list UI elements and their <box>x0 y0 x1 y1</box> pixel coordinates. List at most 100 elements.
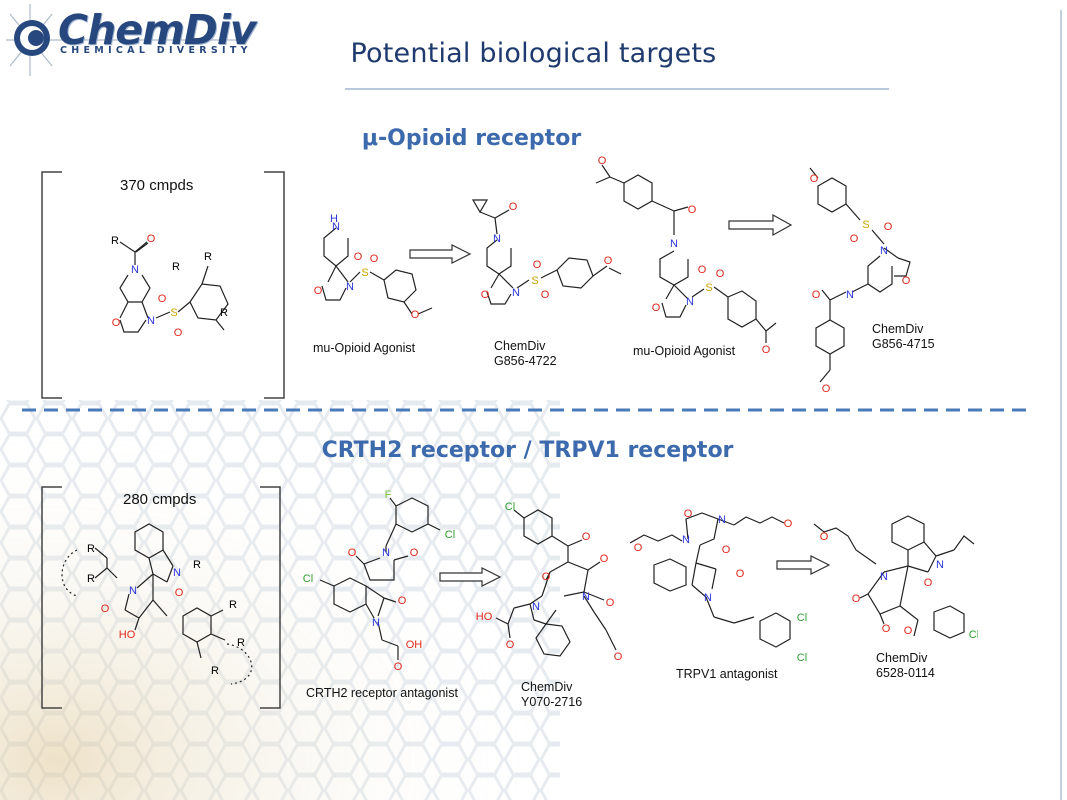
caption-mu-opioid-agonist-1: mu-Opioid Agonist <box>313 341 416 355</box>
atom-label: O <box>688 204 697 216</box>
bracket-shape <box>41 171 285 399</box>
caption-chemdiv-y070-2716: ChemDiv Y070-2716 <box>521 680 582 710</box>
title-underline <box>345 88 889 90</box>
compound-id: Y070-2716 <box>521 695 583 709</box>
atom-label: O <box>600 553 609 565</box>
atom-label: O <box>784 518 793 530</box>
transform-arrow-1 <box>409 244 472 264</box>
trpv1-antagonist-structure: O O N N O O O N Cl Cl <box>630 508 807 664</box>
atom-label: N <box>382 547 390 559</box>
atom-label: O <box>812 289 821 301</box>
atom-label: N <box>372 617 380 629</box>
compound-id: G856-4715 <box>872 337 935 351</box>
transform-arrow-3 <box>439 567 502 587</box>
atom-label: N <box>936 559 944 571</box>
atom-label: O <box>884 221 893 233</box>
atom-label: O <box>614 651 623 663</box>
atom-label: F <box>385 490 392 501</box>
atom-label: O <box>398 595 407 607</box>
atom-label: S <box>531 275 538 287</box>
atom-label: S <box>705 282 712 294</box>
caption-chemdiv-g856-4722: ChemDiv G856-4722 <box>494 339 557 369</box>
atom-label: O <box>852 593 861 605</box>
atom-label: Cl <box>505 501 515 513</box>
atom-label: OH <box>406 639 423 651</box>
atom-label: O <box>533 259 542 271</box>
chemdiv-label: ChemDiv <box>521 680 573 694</box>
atom-label: R <box>211 665 219 677</box>
atom-label: R <box>229 599 237 611</box>
atom-label: N <box>512 287 520 299</box>
atom-label: N <box>147 315 155 327</box>
logo-subtitle: CHEMICAL DIVERSITY <box>60 45 252 56</box>
mu-opioid-agonist-2-structure: O O N O N S O O O <box>595 155 777 356</box>
atom-label: N <box>718 514 726 526</box>
atom-label: R <box>87 543 95 555</box>
opioid-library-count: 370 cmpds <box>120 177 194 194</box>
atom-label: O <box>410 547 419 559</box>
chemdiv-label: ChemDiv <box>876 651 928 665</box>
caption-mu-opioid-agonist-2: mu-Opioid Agonist <box>633 344 736 358</box>
atom-label: O <box>850 233 859 245</box>
atom-label: O <box>762 344 771 356</box>
atom-label: O <box>348 547 357 559</box>
atom-label: O <box>354 251 363 263</box>
atom-label: O <box>684 508 693 520</box>
caption-chemdiv-g856-4715: ChemDiv G856-4715 <box>872 322 935 352</box>
atom-label: O <box>698 264 707 276</box>
atom-label: N <box>846 289 854 301</box>
logo: ChemDiv CHEMICAL DIVERSITY <box>0 0 260 80</box>
atom-label: O <box>411 309 420 321</box>
atom-label: O <box>481 289 490 301</box>
atom-label: O <box>147 233 156 245</box>
atom-label: O <box>634 542 643 554</box>
atom-label: S <box>361 267 368 279</box>
crth2-library-count: 280 cmpds <box>123 491 197 508</box>
section-title-crth2-trpv1: CRTH2 receptor / TRPV1 receptor <box>321 438 734 463</box>
transform-arrow-4 <box>776 555 831 575</box>
atom-label: N <box>704 592 712 604</box>
crth2-scaffold-structure: R R N R O N O HO R R R <box>61 523 253 685</box>
atom-label: Cl <box>969 629 978 641</box>
chemdiv-g856-4715-structure: O S O O N O N O O <box>809 167 911 395</box>
logo-star-icon <box>6 4 245 76</box>
atom-label: R <box>193 559 201 571</box>
opioid-scaffold-structure: R O N O N S O O R R R <box>111 233 229 339</box>
atom-label: O <box>882 623 891 635</box>
chemdiv-label: ChemDiv <box>872 322 924 336</box>
atom-label: O <box>394 661 403 670</box>
atom-label: N <box>131 264 139 276</box>
bracket-shape <box>41 486 281 709</box>
atom-label: O <box>736 568 745 580</box>
atom-label: O <box>716 268 725 280</box>
section-title-opioid: μ-Opioid receptor <box>361 126 582 151</box>
atom-label: R <box>237 637 245 649</box>
atom-label: O <box>604 255 613 267</box>
atom-label: O <box>822 383 831 395</box>
atom-label: N <box>346 281 354 293</box>
atom-label: N <box>332 221 340 233</box>
page-title: Potential biological targets <box>350 38 717 69</box>
compound-id: 6528-0114 <box>876 666 935 680</box>
atom-label: O <box>598 155 607 167</box>
atom-label: O <box>158 293 167 305</box>
mu-opioid-agonist-1-structure: H N O N S O O O <box>314 213 433 321</box>
crth2-library-bracket <box>40 485 282 710</box>
opioid-library-bracket <box>40 170 286 400</box>
atom-label: S <box>170 307 177 319</box>
atom-label: N <box>880 245 888 257</box>
caption-crth2-antagonist: CRTH2 receptor antagonist <box>306 686 458 700</box>
compound-id: G856-4722 <box>494 354 557 368</box>
atom-label: N <box>670 238 678 250</box>
atom-label: N <box>582 591 590 603</box>
atom-label: HO <box>476 611 493 623</box>
atom-label: R <box>204 251 212 263</box>
atom-label: R <box>87 573 95 585</box>
caption-trpv1-antagonist: TRPV1 antagonist <box>676 667 778 681</box>
atom-label: O <box>606 597 615 609</box>
chemdiv-y070-2716-structure: Cl O O O O N N HO O O <box>476 501 623 663</box>
atom-label: H <box>330 213 338 225</box>
atom-label: N <box>686 296 694 308</box>
transform-arrow-2 <box>728 213 793 237</box>
atom-label: O <box>542 571 551 583</box>
